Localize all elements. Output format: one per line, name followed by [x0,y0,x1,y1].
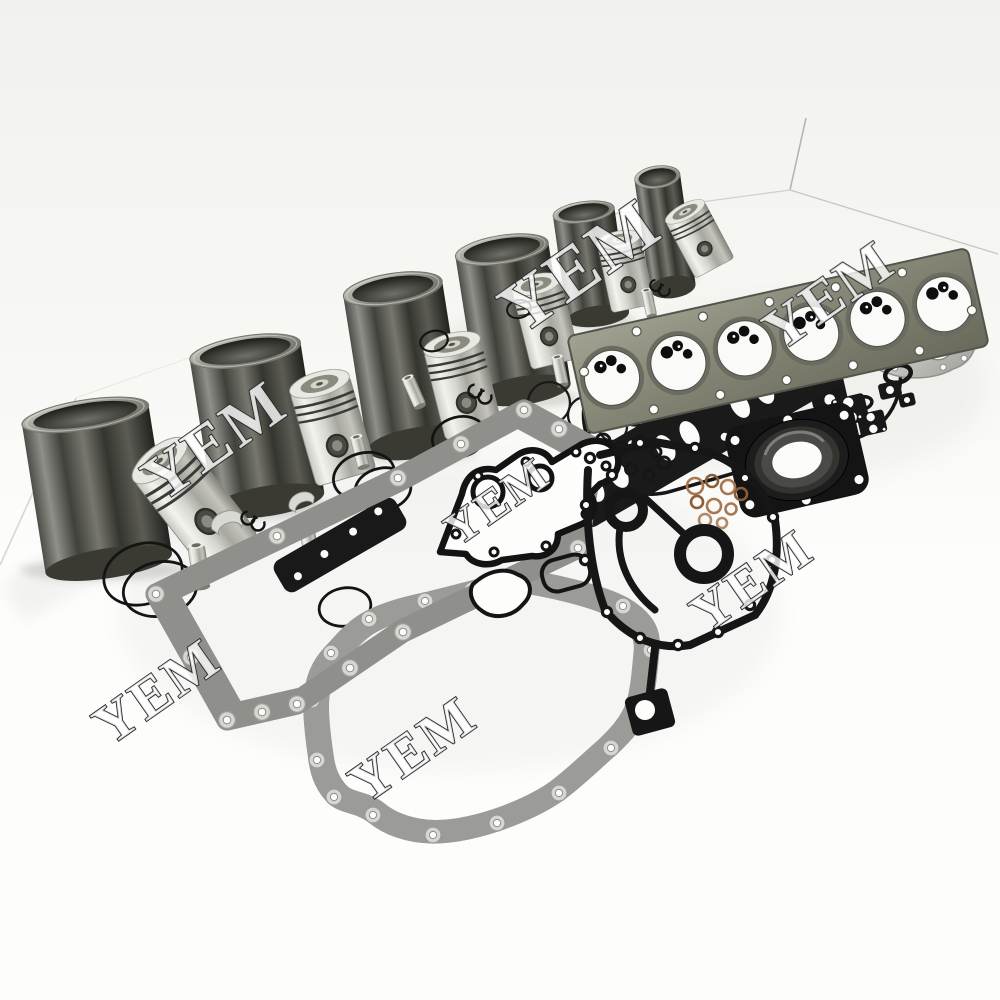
oil-pan-gasket [145,399,605,731]
rear-main-seal [725,402,869,518]
side-plate-gasket [273,497,407,593]
front-horn-gasket-detail [468,568,532,619]
cylinder-head-gasket [567,248,989,434]
copper-o-rings [685,473,749,530]
oil-cooler-gasket [436,437,622,568]
head-gasket-bores [580,272,976,410]
timing-case-gasket [578,436,781,736]
small-port-gaskets [786,354,916,437]
timing-case-foot [624,688,676,736]
